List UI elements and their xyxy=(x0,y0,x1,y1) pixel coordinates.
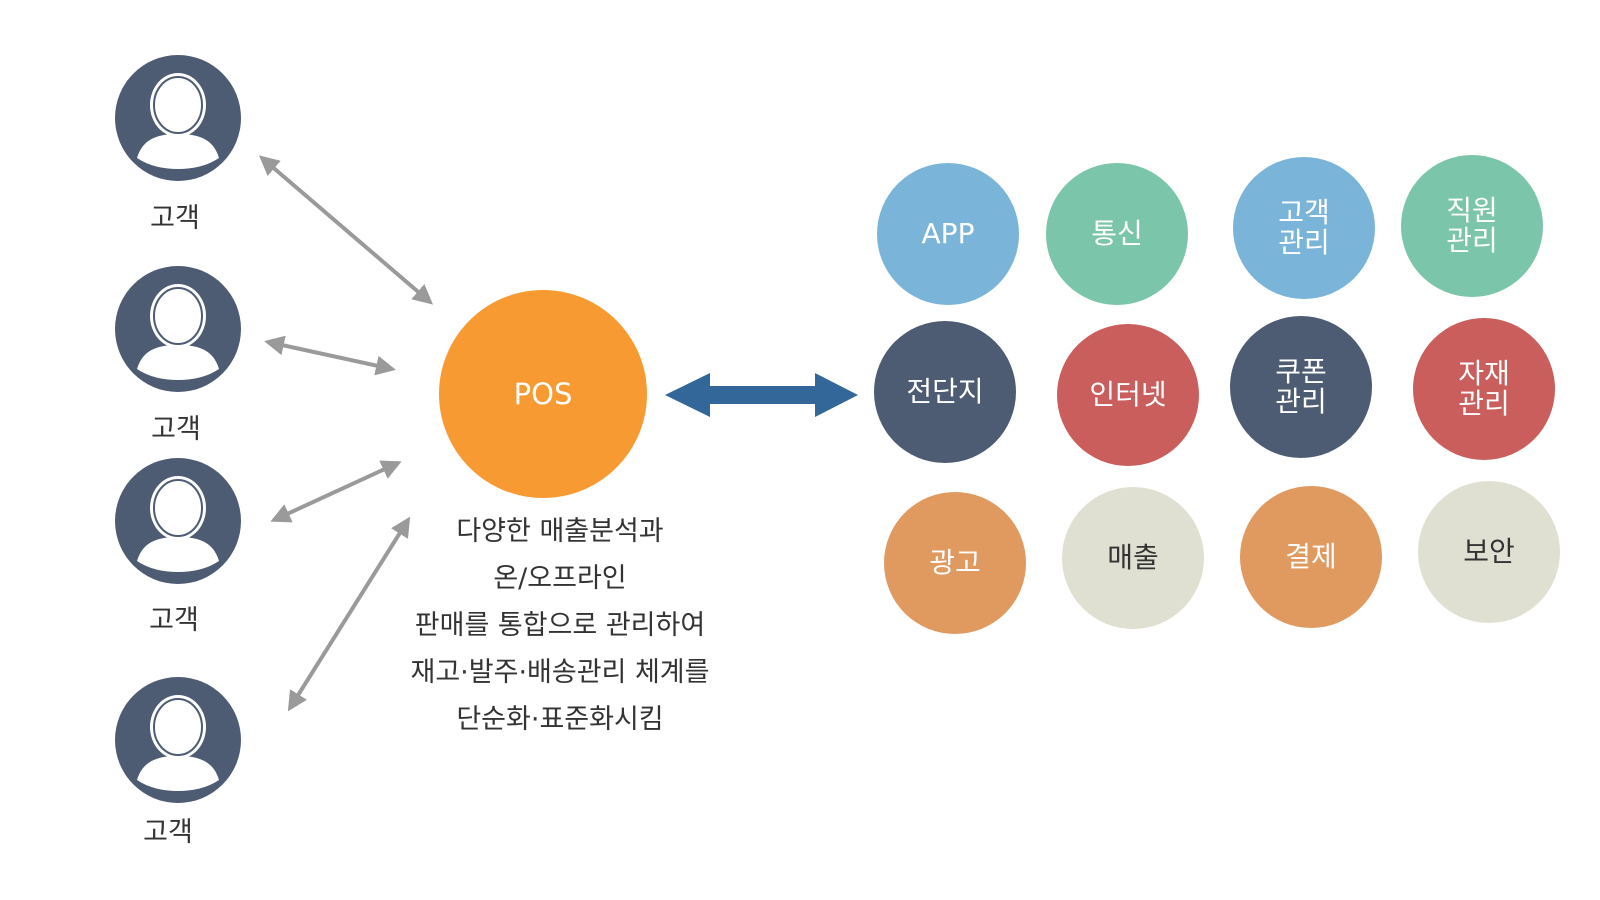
service-label-line2: 관리 xyxy=(1458,387,1510,420)
service-label-line2: 관리 xyxy=(1275,385,1327,418)
service-label-line1: 직원 xyxy=(1446,194,1498,227)
service-label: 통신 xyxy=(1091,217,1143,250)
customer-4-label: 고객 xyxy=(143,817,193,848)
customer-2-label: 고객 xyxy=(151,414,201,445)
description-line: 판매를 통합으로 관리하여 xyxy=(414,610,706,641)
pos-hub: POS xyxy=(439,290,647,498)
service-internet: 인터넷 xyxy=(1057,324,1199,466)
customer-1-label: 고객 xyxy=(150,203,200,234)
service-advertising: 광고 xyxy=(884,492,1026,634)
pos-label: POS xyxy=(513,377,573,411)
service-app: APP xyxy=(877,163,1019,305)
customer-2-avatar-icon xyxy=(115,266,241,392)
pos-description: 다양한 매출분석과 온/오프라인 판매를 통합으로 관리하여 재고·발주·배송관… xyxy=(360,508,760,743)
customer-4-avatar-icon xyxy=(115,677,241,803)
service-label-line2: 관리 xyxy=(1278,226,1330,259)
service-label: APP xyxy=(921,217,975,250)
service-security: 보안 xyxy=(1418,481,1560,623)
service-staff-management: 직원 관리 xyxy=(1401,155,1543,297)
description-line: 다양한 매출분석과 xyxy=(456,516,664,547)
service-label-line2: 관리 xyxy=(1446,224,1498,257)
customer-3-avatar-icon xyxy=(115,458,241,584)
service-sales: 매출 xyxy=(1062,487,1204,629)
service-coupon-management: 쿠폰 관리 xyxy=(1230,316,1372,458)
customer-2-connector xyxy=(264,335,396,376)
service-label-line1: 쿠폰 xyxy=(1275,355,1327,388)
description-line: 단순화·표준화시킴 xyxy=(456,704,664,735)
service-telecom: 통신 xyxy=(1046,163,1188,305)
service-label: 매출 xyxy=(1107,541,1159,574)
service-customer-management: 고객 관리 xyxy=(1233,157,1375,299)
service-material-management: 자재 관리 xyxy=(1413,318,1555,460)
description-line: 재고·발주·배송관리 체계를 xyxy=(410,657,710,688)
service-flyer: 전단지 xyxy=(874,321,1016,463)
service-label: 전단지 xyxy=(906,375,984,408)
service-payment: 결제 xyxy=(1240,486,1382,628)
service-label: 인터넷 xyxy=(1089,378,1167,411)
description-line: 온/오프라인 xyxy=(493,563,627,594)
service-label: 광고 xyxy=(929,546,981,579)
service-label: 결제 xyxy=(1285,540,1337,573)
customer-1-connector xyxy=(258,155,434,305)
service-label-line1: 고객 xyxy=(1278,196,1330,229)
pos-services-double-arrow xyxy=(665,373,858,417)
customer-1-avatar-icon xyxy=(115,55,241,181)
service-label-line1: 자재 xyxy=(1458,357,1510,390)
customer-3-label: 고객 xyxy=(149,605,199,636)
customer-3-connector xyxy=(270,460,402,523)
service-label: 보안 xyxy=(1463,535,1515,568)
customer-4-connector xyxy=(287,516,411,712)
